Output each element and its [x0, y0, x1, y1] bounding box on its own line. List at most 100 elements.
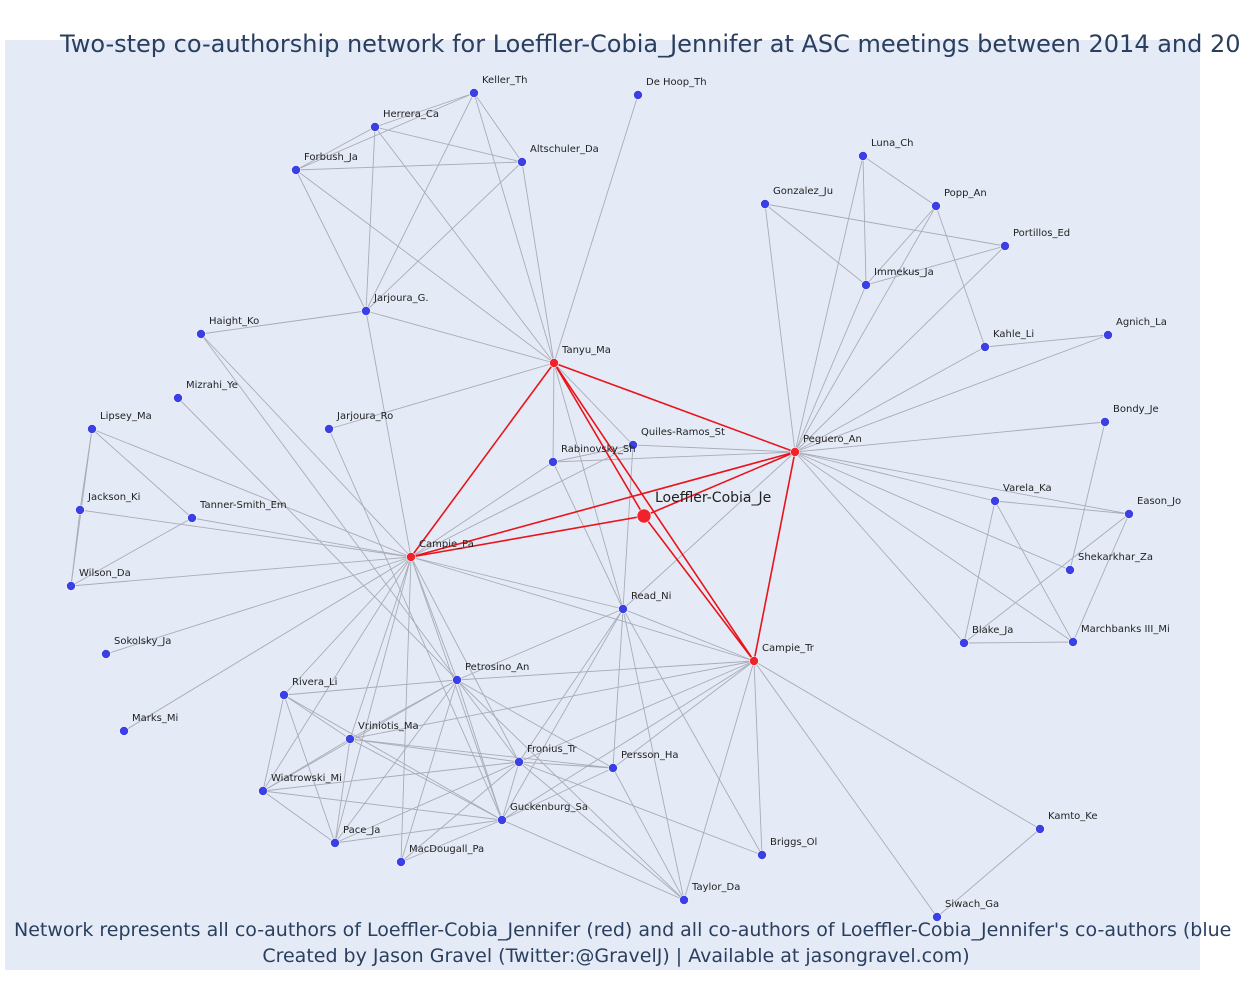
edge-peguero-an-rabinovsky-sh: [552, 451, 796, 463]
edge-rivera-li-wiatrowski-mi: [262, 694, 285, 792]
node-label-marks-mi: Marks_Mi: [132, 713, 178, 724]
node-eason-jo[interactable]: [1124, 509, 1134, 519]
edge-peguero-an-kahle-li: [794, 346, 986, 453]
node-persson-ha[interactable]: [608, 763, 618, 773]
edge-peguero-an-popp-an: [794, 205, 937, 453]
edge-tanner-smith-em-campie-pa: [191, 517, 412, 558]
edge-herrera-ca-tanyu-ma: [374, 126, 555, 364]
edge-tanyu-ma-quiles-ramos-st: [553, 362, 634, 446]
node-label-immekus-ja: Immekus_Ja: [874, 267, 934, 278]
node-label-bondy-je: Bondy_Je: [1113, 404, 1159, 415]
node-peguero-an[interactable]: [790, 447, 800, 457]
node-jarjoura-g[interactable]: [361, 306, 371, 316]
node-herrera-ca[interactable]: [370, 122, 380, 132]
node-campie-tr[interactable]: [749, 656, 759, 666]
node-de-hoop-th[interactable]: [633, 90, 643, 100]
node-briggs-ol[interactable]: [757, 850, 767, 860]
node-label-jarjoura-ro: Jarjoura_Ro: [336, 411, 393, 422]
node-blake-ja[interactable]: [959, 638, 969, 648]
node-keller-th[interactable]: [469, 88, 479, 98]
node-petrosino-an[interactable]: [452, 675, 462, 685]
node-portillos-ed[interactable]: [1000, 241, 1010, 251]
node-haight-ko[interactable]: [196, 329, 206, 339]
node-marks-mi[interactable]: [119, 726, 129, 736]
node-macdougall-pa[interactable]: [396, 857, 406, 867]
node-shekarkhar-za[interactable]: [1065, 565, 1075, 575]
node-kahle-li[interactable]: [980, 342, 990, 352]
node-jackson-ki[interactable]: [75, 505, 85, 515]
node-labels: Loeffler-Cobia_JeTanyu_MaPeguero_AnCampi…: [79, 75, 1181, 910]
node-label-marchbanks-iii-mi: Marchbanks III_Mi: [1081, 624, 1170, 635]
node-label-shekarkhar-za: Shekarkhar_Za: [1078, 552, 1153, 563]
node-loeffler-cobia-je[interactable]: [636, 508, 652, 524]
edge-macdougall-pa-guckenburg-sa: [400, 819, 503, 863]
node-label-varela-ka: Varela_Ka: [1003, 483, 1052, 494]
edge-rivera-li-vriniotis-ma: [283, 694, 351, 740]
edge-read-ni-persson-ha: [612, 608, 624, 769]
edge-campie-pa-guckenburg-sa: [410, 556, 503, 821]
node-quiles-ramos-st[interactable]: [628, 440, 638, 450]
edge-gonzalez-ju-portillos-ed: [764, 203, 1006, 247]
node-marchbanks-iii-mi[interactable]: [1068, 637, 1078, 647]
node-wilson-da[interactable]: [66, 581, 76, 591]
node-gonzalez-ju[interactable]: [760, 199, 770, 209]
node-jarjoura-ro[interactable]: [324, 424, 334, 434]
node-forbush-ja[interactable]: [291, 165, 301, 175]
edge-fronius-tr-briggs-ol: [518, 761, 763, 856]
edge-vriniotis-ma-pace-ja: [334, 738, 351, 844]
node-label-mizrahi-ye: Mizrahi_Ye: [186, 380, 238, 391]
node-mizrahi-ye[interactable]: [173, 393, 183, 403]
node-pace-ja[interactable]: [330, 838, 340, 848]
edge-jarjoura-g-tanyu-ma: [365, 310, 555, 364]
node-label-petrosino-an: Petrosino_An: [465, 662, 529, 673]
node-luna-ch[interactable]: [858, 151, 868, 161]
node-tanyu-ma[interactable]: [549, 358, 559, 368]
node-label-sokolsky-ja: Sokolsky_Ja: [114, 636, 171, 647]
edge-red-tanyu-ma-peguero-an: [553, 362, 796, 453]
node-campie-pa[interactable]: [406, 552, 416, 562]
node-tanner-smith-em[interactable]: [187, 513, 197, 523]
edge-kahle-li-agnich-la: [984, 334, 1109, 348]
edge-peguero-an-read-ni: [622, 451, 796, 610]
edge-campie-pa-rabinovsky-sh: [410, 461, 554, 558]
edge-peguero-an-shekarkhar-za: [794, 451, 1071, 571]
edge-rivera-li-pace-ja: [283, 694, 336, 844]
edge-herrera-ca-altschuler-da: [374, 126, 523, 163]
node-label-kamto-ke: Kamto_Ke: [1048, 811, 1098, 822]
node-vriniotis-ma[interactable]: [345, 734, 355, 744]
node-rivera-li[interactable]: [279, 690, 289, 700]
node-wiatrowski-mi[interactable]: [258, 786, 268, 796]
node-label-rabinovsky-sh: Rabinovsky_Sh: [561, 444, 636, 455]
node-kamto-ke[interactable]: [1035, 824, 1045, 834]
node-popp-an[interactable]: [931, 201, 941, 211]
node-lipsey-ma[interactable]: [87, 424, 97, 434]
edge-campie-tr-kamto-ke: [753, 660, 1041, 830]
node-siwach-ga[interactable]: [932, 912, 942, 922]
node-label-peguero-an: Peguero_An: [803, 434, 862, 445]
edge-campie-tr-petrosino-an: [456, 660, 755, 681]
edge-guckenburg-sa-fronius-tr: [501, 761, 520, 821]
node-guckenburg-sa[interactable]: [497, 815, 507, 825]
node-agnich-la[interactable]: [1103, 330, 1113, 340]
node-sokolsky-ja[interactable]: [101, 649, 111, 659]
node-rabinovsky-sh[interactable]: [548, 457, 558, 467]
node-label-persson-ha: Persson_Ha: [621, 750, 678, 761]
node-label-siwach-ga: Siwach_Ga: [945, 899, 999, 910]
edge-campie-tr-guckenburg-sa: [501, 660, 755, 821]
edge-mizrahi-ye-petrosino-an: [177, 397, 458, 681]
edge-campie-pa-fronius-tr: [410, 556, 520, 763]
node-label-lipsey-ma: Lipsey_Ma: [100, 411, 152, 422]
node-label-haight-ko: Haight_Ko: [209, 316, 259, 327]
node-fronius-tr[interactable]: [514, 757, 524, 767]
node-bondy-je[interactable]: [1100, 417, 1110, 427]
edge-tanyu-ma-read-ni: [553, 362, 624, 610]
node-immekus-ja[interactable]: [861, 280, 871, 290]
node-read-ni[interactable]: [618, 604, 628, 614]
node-taylor-da[interactable]: [679, 895, 689, 905]
edge-forbush-ja-tanyu-ma: [295, 169, 555, 364]
edge-read-ni-fronius-tr: [518, 608, 624, 763]
edge-peguero-an-gonzalez-ju: [764, 203, 796, 453]
node-varela-ka[interactable]: [990, 496, 1000, 506]
edge-read-ni-petrosino-an: [456, 608, 624, 681]
node-altschuler-da[interactable]: [517, 157, 527, 167]
